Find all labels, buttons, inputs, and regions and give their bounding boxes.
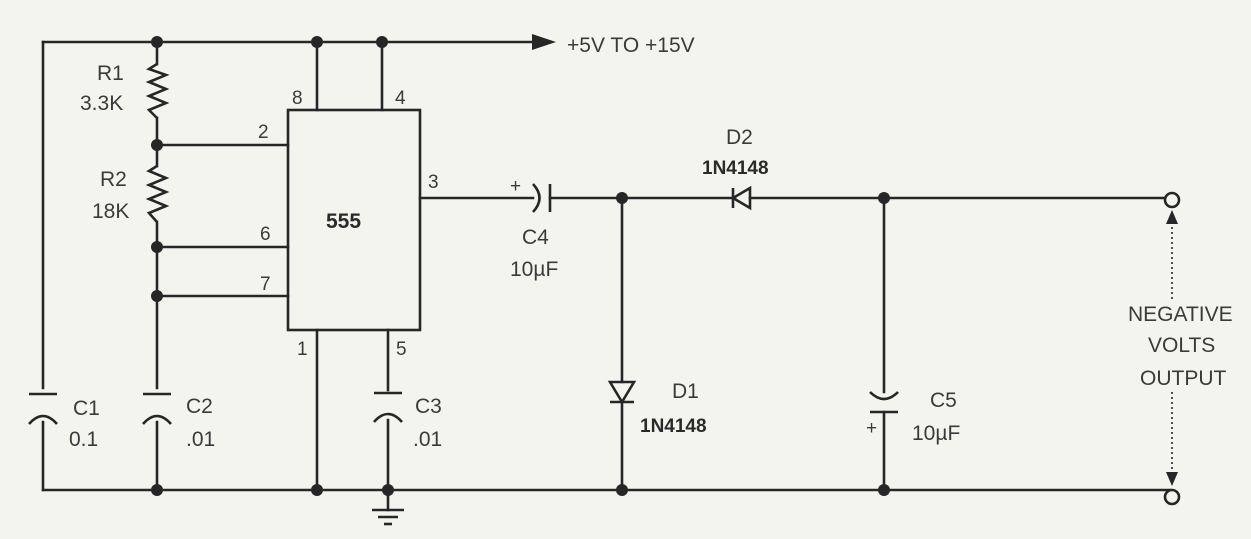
junction-dot bbox=[382, 484, 394, 496]
supply-arrow-icon bbox=[532, 34, 556, 50]
r1-value: 3.3K bbox=[80, 92, 123, 115]
d1-part: 1N4148 bbox=[640, 416, 707, 437]
timer-555-chip bbox=[286, 108, 422, 332]
c1-name: C1 bbox=[73, 397, 100, 420]
junction-dot bbox=[878, 484, 890, 496]
pin-5-label: 5 bbox=[396, 339, 407, 360]
junction-dots bbox=[151, 36, 890, 496]
output-arrow-up-icon bbox=[1166, 210, 1178, 224]
pin-3-label: 3 bbox=[428, 172, 439, 193]
c2-capacitor bbox=[142, 392, 172, 425]
d1-diode bbox=[607, 380, 637, 405]
r1-name: R1 bbox=[97, 62, 124, 85]
c5-value: 10µF bbox=[912, 422, 960, 445]
d2-part: 1N4148 bbox=[702, 158, 769, 179]
output-label-line3: OUTPUT bbox=[1140, 367, 1227, 390]
pin-4-label: 4 bbox=[395, 88, 406, 109]
pin-1-label: 1 bbox=[297, 339, 308, 360]
c3-capacitor bbox=[373, 391, 403, 423]
r2-value: 18K bbox=[92, 200, 129, 223]
junction-dot bbox=[151, 241, 163, 253]
output-arrow-down-icon bbox=[1166, 472, 1178, 486]
d2-diode bbox=[730, 185, 752, 211]
output-label-line2: VOLTS bbox=[1148, 334, 1215, 357]
junction-dot bbox=[151, 139, 163, 151]
supply-label: +5V TO +15V bbox=[567, 34, 695, 57]
r2-resistor bbox=[145, 164, 170, 223]
output-label-line1: NEGATIVE bbox=[1128, 303, 1233, 326]
pin-2-label: 2 bbox=[258, 122, 269, 143]
c4-name: C4 bbox=[522, 226, 549, 249]
junction-dot bbox=[151, 484, 163, 496]
junction-dot bbox=[376, 36, 388, 48]
junction-dot bbox=[151, 36, 163, 48]
wires bbox=[41, 40, 1172, 512]
c1-capacitor bbox=[28, 392, 58, 425]
pin-8-label: 8 bbox=[292, 88, 303, 109]
r1-resistor bbox=[145, 62, 170, 119]
junction-dot bbox=[311, 484, 323, 496]
r2-name: R2 bbox=[100, 168, 127, 191]
c3-value: .01 bbox=[413, 428, 442, 451]
ground-icon bbox=[372, 508, 404, 526]
c4-capacitor bbox=[532, 183, 552, 213]
c4-polarity: + bbox=[510, 176, 521, 197]
junction-dot bbox=[311, 36, 323, 48]
junction-dot bbox=[151, 290, 163, 302]
junction-dot bbox=[878, 192, 890, 204]
pin-6-label: 6 bbox=[260, 224, 271, 245]
chip-label: 555 bbox=[326, 210, 361, 233]
c5-name: C5 bbox=[930, 389, 957, 412]
c5-capacitor bbox=[869, 391, 899, 414]
d2-name: D2 bbox=[726, 126, 753, 149]
c4-value: 10µF bbox=[510, 258, 558, 281]
junction-dot bbox=[616, 192, 628, 204]
output-terminal-bottom bbox=[1163, 488, 1181, 506]
c2-name: C2 bbox=[186, 395, 213, 418]
output-terminal-top bbox=[1163, 191, 1181, 209]
d1-name: D1 bbox=[672, 380, 699, 403]
c5-polarity: + bbox=[866, 418, 877, 439]
pin-7-label: 7 bbox=[260, 274, 271, 295]
c1-value: 0.1 bbox=[69, 428, 98, 451]
junction-dot bbox=[616, 484, 628, 496]
c3-name: C3 bbox=[415, 395, 442, 418]
c2-value: .01 bbox=[186, 428, 215, 451]
